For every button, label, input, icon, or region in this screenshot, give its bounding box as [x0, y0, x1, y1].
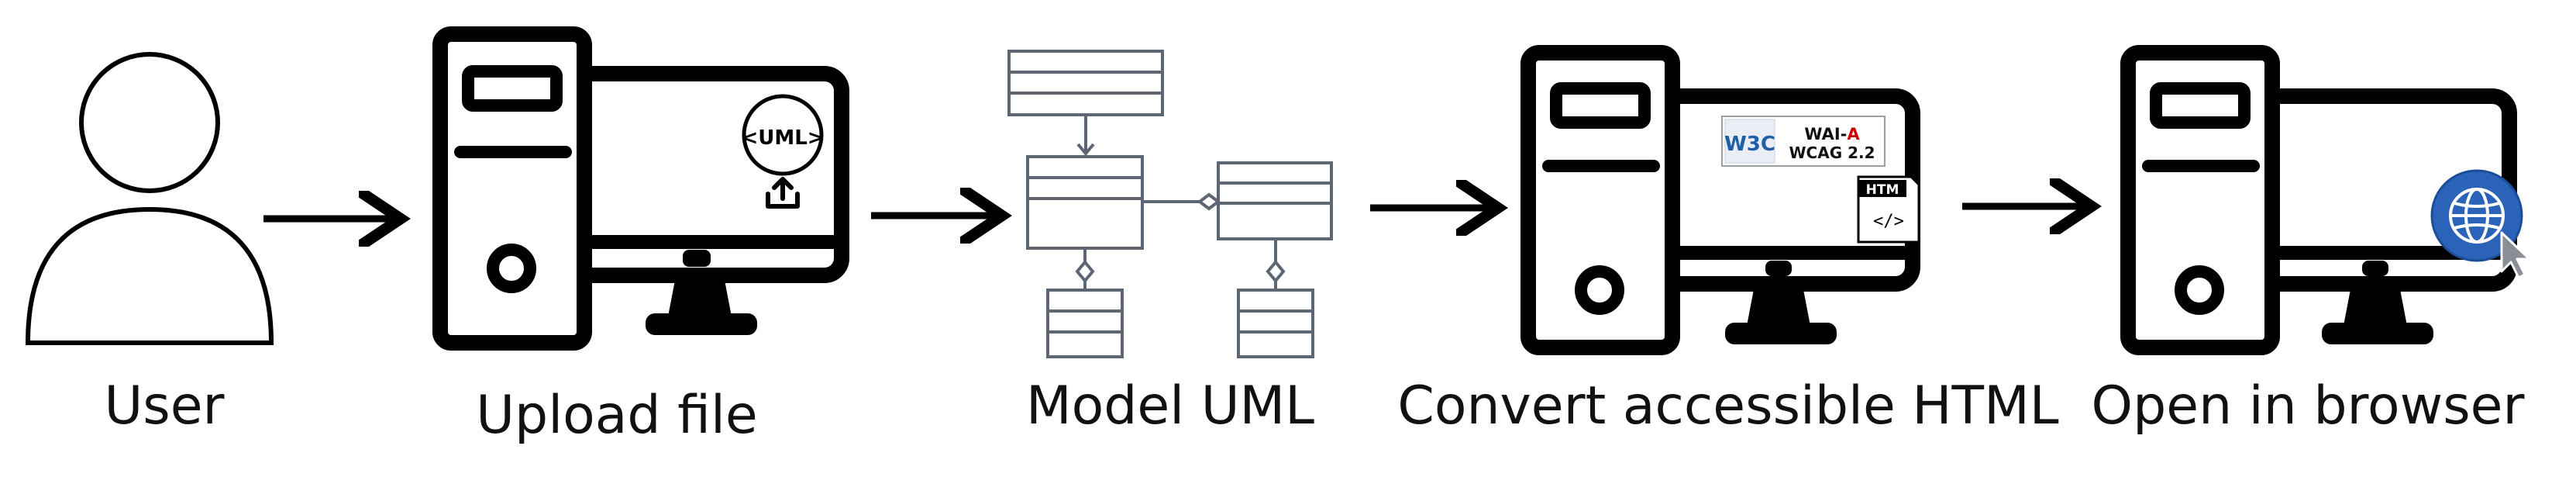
upload-icon — [766, 177, 800, 209]
step-label-user: User — [104, 375, 225, 437]
step-label-convert-accessible-html: Convert accessible HTML — [1397, 375, 2059, 437]
globe-icon — [2430, 169, 2523, 262]
uml-class-diagram-icon — [1007, 50, 1333, 358]
step-label-open-in-browser: Open in browser — [2091, 375, 2525, 437]
wcag-badge: W3C WAI-A WCAG 2.2 — [1721, 116, 1886, 167]
wai-prefix-text: WAI- — [1804, 125, 1847, 143]
uml-badge-text: <UML> — [741, 126, 824, 150]
wcag-text: WCAG 2.2 — [1789, 143, 1875, 162]
code-text: </> — [1873, 212, 1904, 231]
step-label-model-uml: Model UML — [1025, 375, 1315, 437]
cursor-icon — [2500, 231, 2531, 279]
htm-text: HTM — [1866, 182, 1899, 198]
html-file-icon: HTM </> — [1857, 175, 1920, 244]
svg-text:WAI-A: WAI-A — [1804, 125, 1860, 143]
user-icon — [25, 52, 274, 345]
step-label-upload-file: Upload file — [476, 385, 758, 446]
uml-badge: <UML> — [741, 94, 825, 176]
wai-level-text: A — [1847, 125, 1860, 143]
w3c-text: W3C — [1724, 133, 1775, 156]
computer-icon — [1520, 45, 1920, 355]
computer-icon — [2120, 45, 2517, 355]
